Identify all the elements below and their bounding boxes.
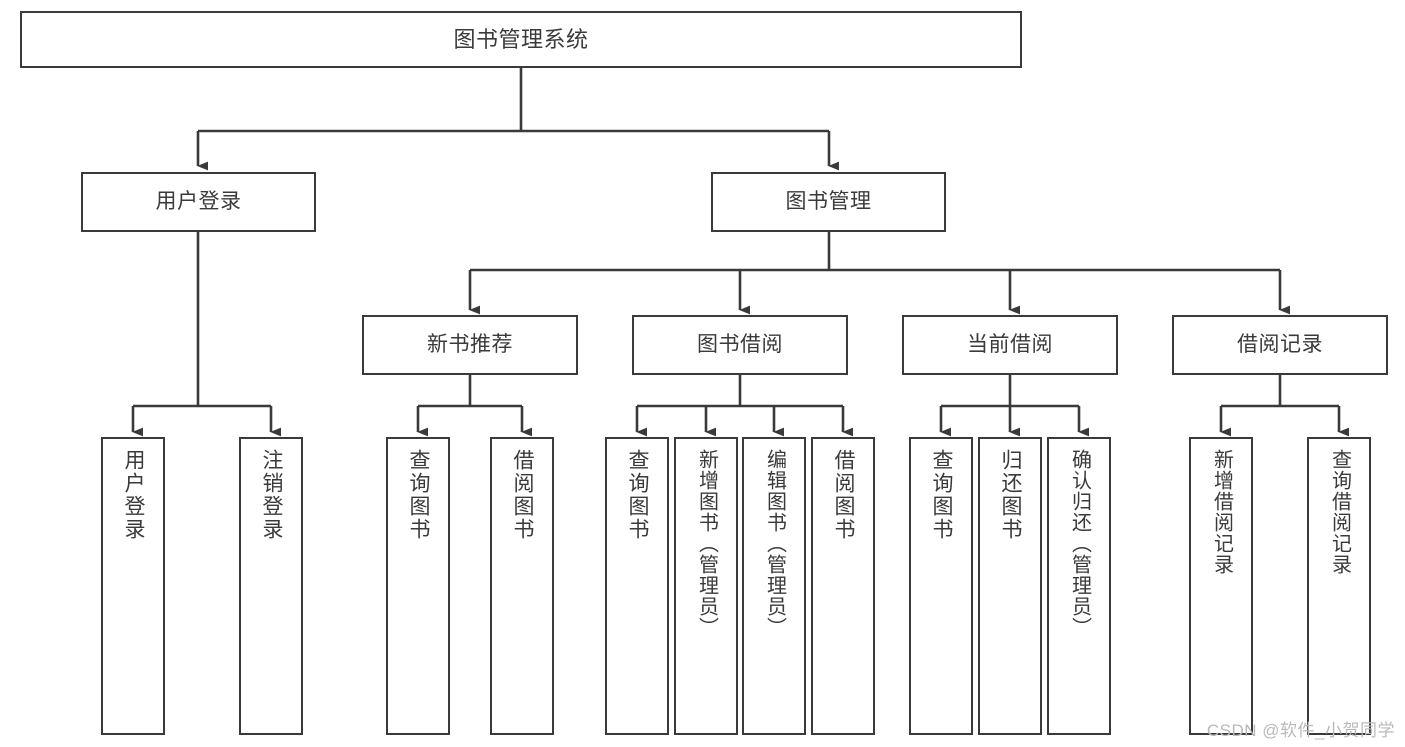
node-label: 图书管理系统 [453, 26, 589, 52]
leaf-record-query-borrow-record[interactable]: 查询借阅记录 [1307, 437, 1371, 735]
leaf-record-add-borrow-record[interactable]: 新增借阅记录 [1189, 437, 1253, 735]
leaf-recommend-query-book[interactable]: 查询图书 [386, 437, 450, 735]
node-label: 借阅图书 [511, 449, 535, 541]
node-label: 图书管理 [785, 189, 872, 213]
node-label: 查询图书 [626, 449, 650, 541]
node-new-book-recommend[interactable]: 新书推荐 [362, 315, 578, 375]
leaf-user-login-signin[interactable]: 用户登录 [101, 437, 165, 735]
node-borrow-record[interactable]: 借阅记录 [1172, 315, 1388, 375]
node-label: 归还图书 [999, 449, 1023, 541]
node-label: 用户登录 [155, 189, 242, 213]
node-label: 新书推荐 [427, 332, 513, 356]
node-label: 借阅记录 [1237, 332, 1323, 356]
node-label: 新增图书（管理员） [695, 449, 718, 638]
node-label: 当前借阅 [967, 332, 1053, 356]
node-label: 查询借阅记录 [1328, 449, 1351, 575]
node-root-system[interactable]: 图书管理系统 [20, 11, 1022, 68]
node-current-borrow[interactable]: 当前借阅 [902, 315, 1118, 375]
watermark: CSDN @软件_小贺同学 [1206, 721, 1395, 740]
node-label: 确认归还（管理员） [1068, 449, 1091, 638]
leaf-user-login-signout[interactable]: 注销登录 [239, 437, 303, 735]
node-label: 查询图书 [930, 449, 954, 541]
leaf-borrow-edit-book-admin[interactable]: 编辑图书（管理员） [742, 437, 806, 735]
node-book-borrow[interactable]: 图书借阅 [632, 315, 848, 375]
leaf-borrow-add-book-admin[interactable]: 新增图书（管理员） [674, 437, 738, 735]
node-label: 注销登录 [260, 449, 284, 541]
leaf-current-confirm-return-admin[interactable]: 确认归还（管理员） [1047, 437, 1111, 735]
leaf-current-query-book[interactable]: 查询图书 [909, 437, 973, 735]
node-label: 编辑图书（管理员） [763, 449, 786, 638]
node-book-management[interactable]: 图书管理 [711, 172, 946, 232]
node-user-login[interactable]: 用户登录 [81, 172, 316, 232]
node-label: 用户登录 [122, 449, 146, 541]
leaf-current-return-book[interactable]: 归还图书 [978, 437, 1042, 735]
leaf-recommend-borrow-book[interactable]: 借阅图书 [490, 437, 554, 735]
leaf-borrow-borrow-book[interactable]: 借阅图书 [811, 437, 875, 735]
node-label: 查询图书 [407, 449, 431, 541]
node-label: 新增借阅记录 [1210, 449, 1233, 575]
leaf-borrow-query-book[interactable]: 查询图书 [605, 437, 669, 735]
node-label: 借阅图书 [832, 449, 856, 541]
node-label: 图书借阅 [697, 332, 783, 356]
